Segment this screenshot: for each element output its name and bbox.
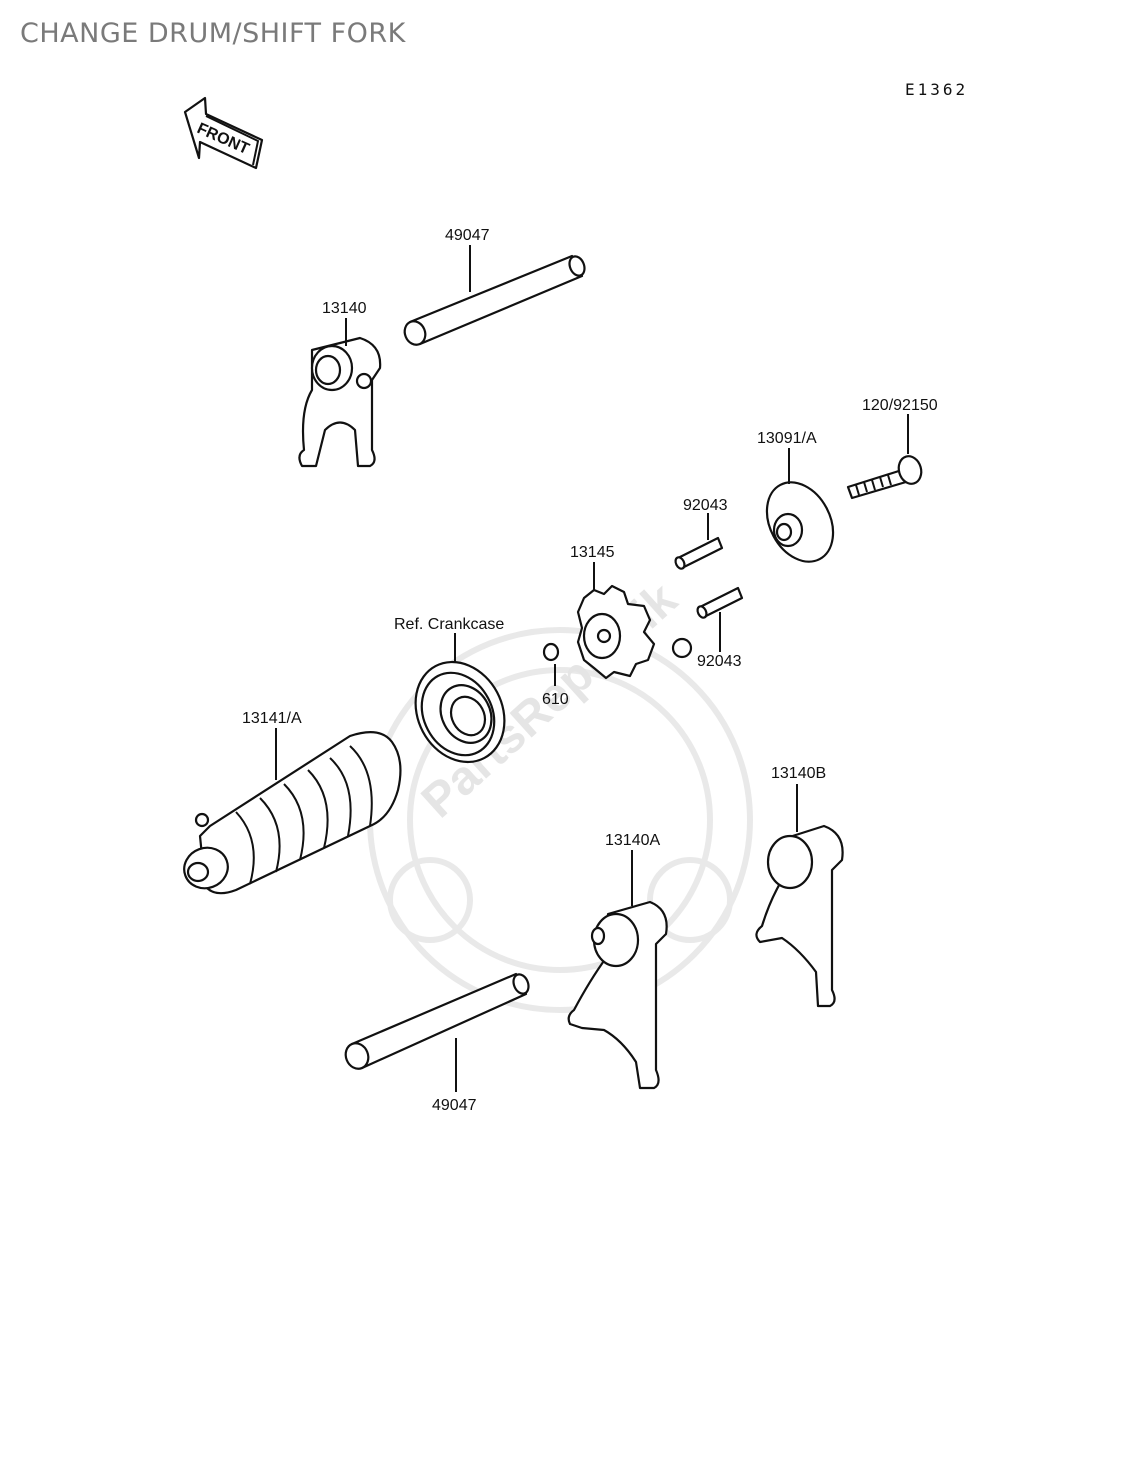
label-dowel: 610 [542, 691, 569, 708]
label-pin-upper: 92043 [683, 497, 728, 514]
label-bearing: Ref. Crankcase [394, 616, 504, 633]
change-drum: 13141/A [183, 710, 402, 895]
change-drum-cam: 13145 [570, 544, 693, 680]
pin-upper: 92043 [674, 497, 728, 570]
label-cam: 13145 [570, 544, 615, 561]
plate: 13091/A [757, 430, 835, 563]
label-plate: 13091/A [757, 430, 817, 447]
label-drum: 13141/A [242, 710, 302, 727]
shift-rod-bottom: 49047 [344, 972, 530, 1114]
diagram-code: E1362 [905, 80, 968, 99]
shift-rod-top: 49047 [403, 227, 586, 346]
page-title: CHANGE DRUM/SHIFT FORK [20, 18, 406, 49]
label-pin-lower: 92043 [697, 653, 742, 670]
bearing: Ref. Crankcase [394, 616, 506, 764]
dowel: 610 [542, 642, 569, 708]
label-fork-middle: 13140A [605, 832, 660, 849]
label-fork-right: 13140B [771, 765, 826, 782]
label-rod-bottom: 49047 [432, 1097, 477, 1114]
bolt: 120/92150 [846, 397, 938, 500]
pin-lower: 92043 [696, 586, 744, 670]
label-fork-top: 13140 [322, 300, 367, 317]
label-bolt: 120/92150 [862, 397, 938, 414]
front-arrow-icon: FRONT [183, 96, 264, 170]
label-rod-top: 49047 [445, 227, 490, 244]
watermark: PartsRepublik [367, 573, 753, 1013]
shift-fork-13140a: 13140A [567, 832, 668, 1090]
shift-fork-13140b: 13140B [755, 765, 844, 1008]
shift-fork-13140: 13140 [298, 300, 382, 468]
